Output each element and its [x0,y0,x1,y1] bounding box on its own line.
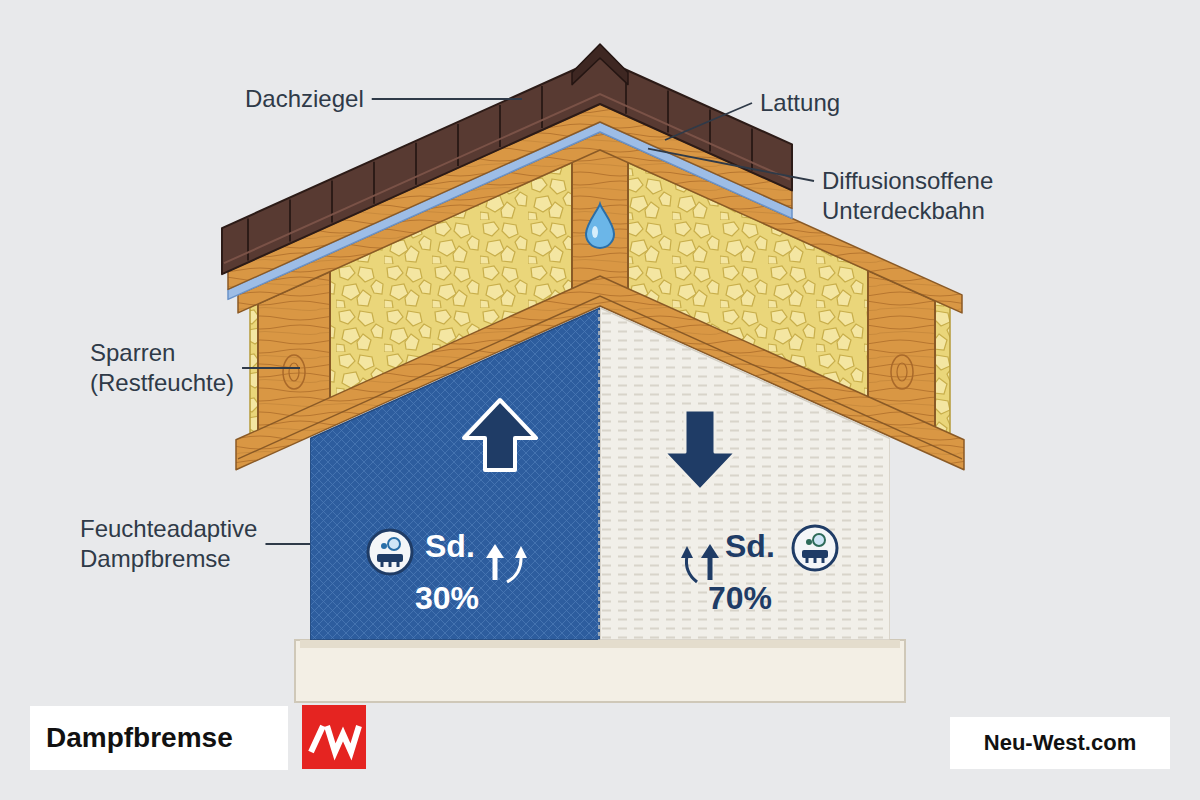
icon-drop [388,538,400,550]
wood-knot [891,355,913,389]
box-text: Dampfbremse [46,722,233,754]
icon-ring [793,526,837,570]
tile-joint [373,162,375,204]
part-label: Lattung [760,88,840,118]
icon-feet [382,562,398,567]
sd-value-label: Sd. [725,528,775,565]
sd-percentage: 70% [708,580,772,617]
tile-joint [751,128,753,170]
wood-knot [897,363,907,381]
icon-dot [381,543,387,549]
title-box: Dampfbremse [30,706,288,770]
tile-highlight [224,94,790,263]
icon-drop [813,534,825,546]
wood-knot [289,363,299,381]
leader-line [372,98,522,100]
box-text: Neu-West.com [984,730,1136,756]
small-arrow-head [701,544,719,558]
ridge-cap [572,44,628,85]
sd-value-label: Sd. [425,528,475,565]
wood-knot [283,355,305,389]
tile-joint [289,200,291,242]
part-label: Feuchteadaptive Dampfbremse [80,514,257,574]
icon-feet [807,558,823,563]
icon-dot [806,539,812,545]
logo-square [302,705,366,769]
logo-mark [311,726,359,752]
curved-arrow [686,556,697,582]
small-arrow-head [486,544,504,558]
leader-line [665,103,752,140]
curved-arrow [507,556,521,582]
tile-joint [709,110,711,152]
tile-joint [541,86,543,128]
tile-joint [331,181,333,223]
tile-joint [499,105,501,147]
curved-arrow-head [681,546,693,558]
moisture-arrow-up [464,400,536,470]
moisture-arrow-down [664,410,736,490]
vapour-brake-summer [600,308,890,640]
water-droplet [586,204,614,248]
tile-joint [457,124,459,166]
leader-line [648,149,814,181]
vapour-brake-winter [310,308,600,640]
base-strip [300,640,900,648]
curved-arrow-head [515,546,527,558]
sd-percentage: 30% [415,580,479,617]
vapour-brake-panel: Sd. 70% [600,300,890,640]
roof-tiles [222,58,792,274]
icon-base [377,554,403,562]
part-label: Dachziegel [245,84,364,114]
tile-joint [247,218,249,260]
website-box: Neu-West.com [950,717,1170,769]
leader-line [242,367,300,369]
humidity-icon [368,530,412,574]
icon-base [802,550,828,558]
tile-joint [415,143,417,185]
vapour-brake-panel: Sd. 30% [310,300,600,640]
tile-joint [667,91,669,133]
icon-ring [368,530,412,574]
base-plinth [295,640,905,702]
part-label: Diffusionsoffene Unterdeckbahn [822,166,993,226]
droplet-shine [592,226,598,238]
humidity-icon [793,526,837,570]
roof-section [222,44,964,769]
part-label: Sparren (Restfeuchte) [90,338,234,398]
